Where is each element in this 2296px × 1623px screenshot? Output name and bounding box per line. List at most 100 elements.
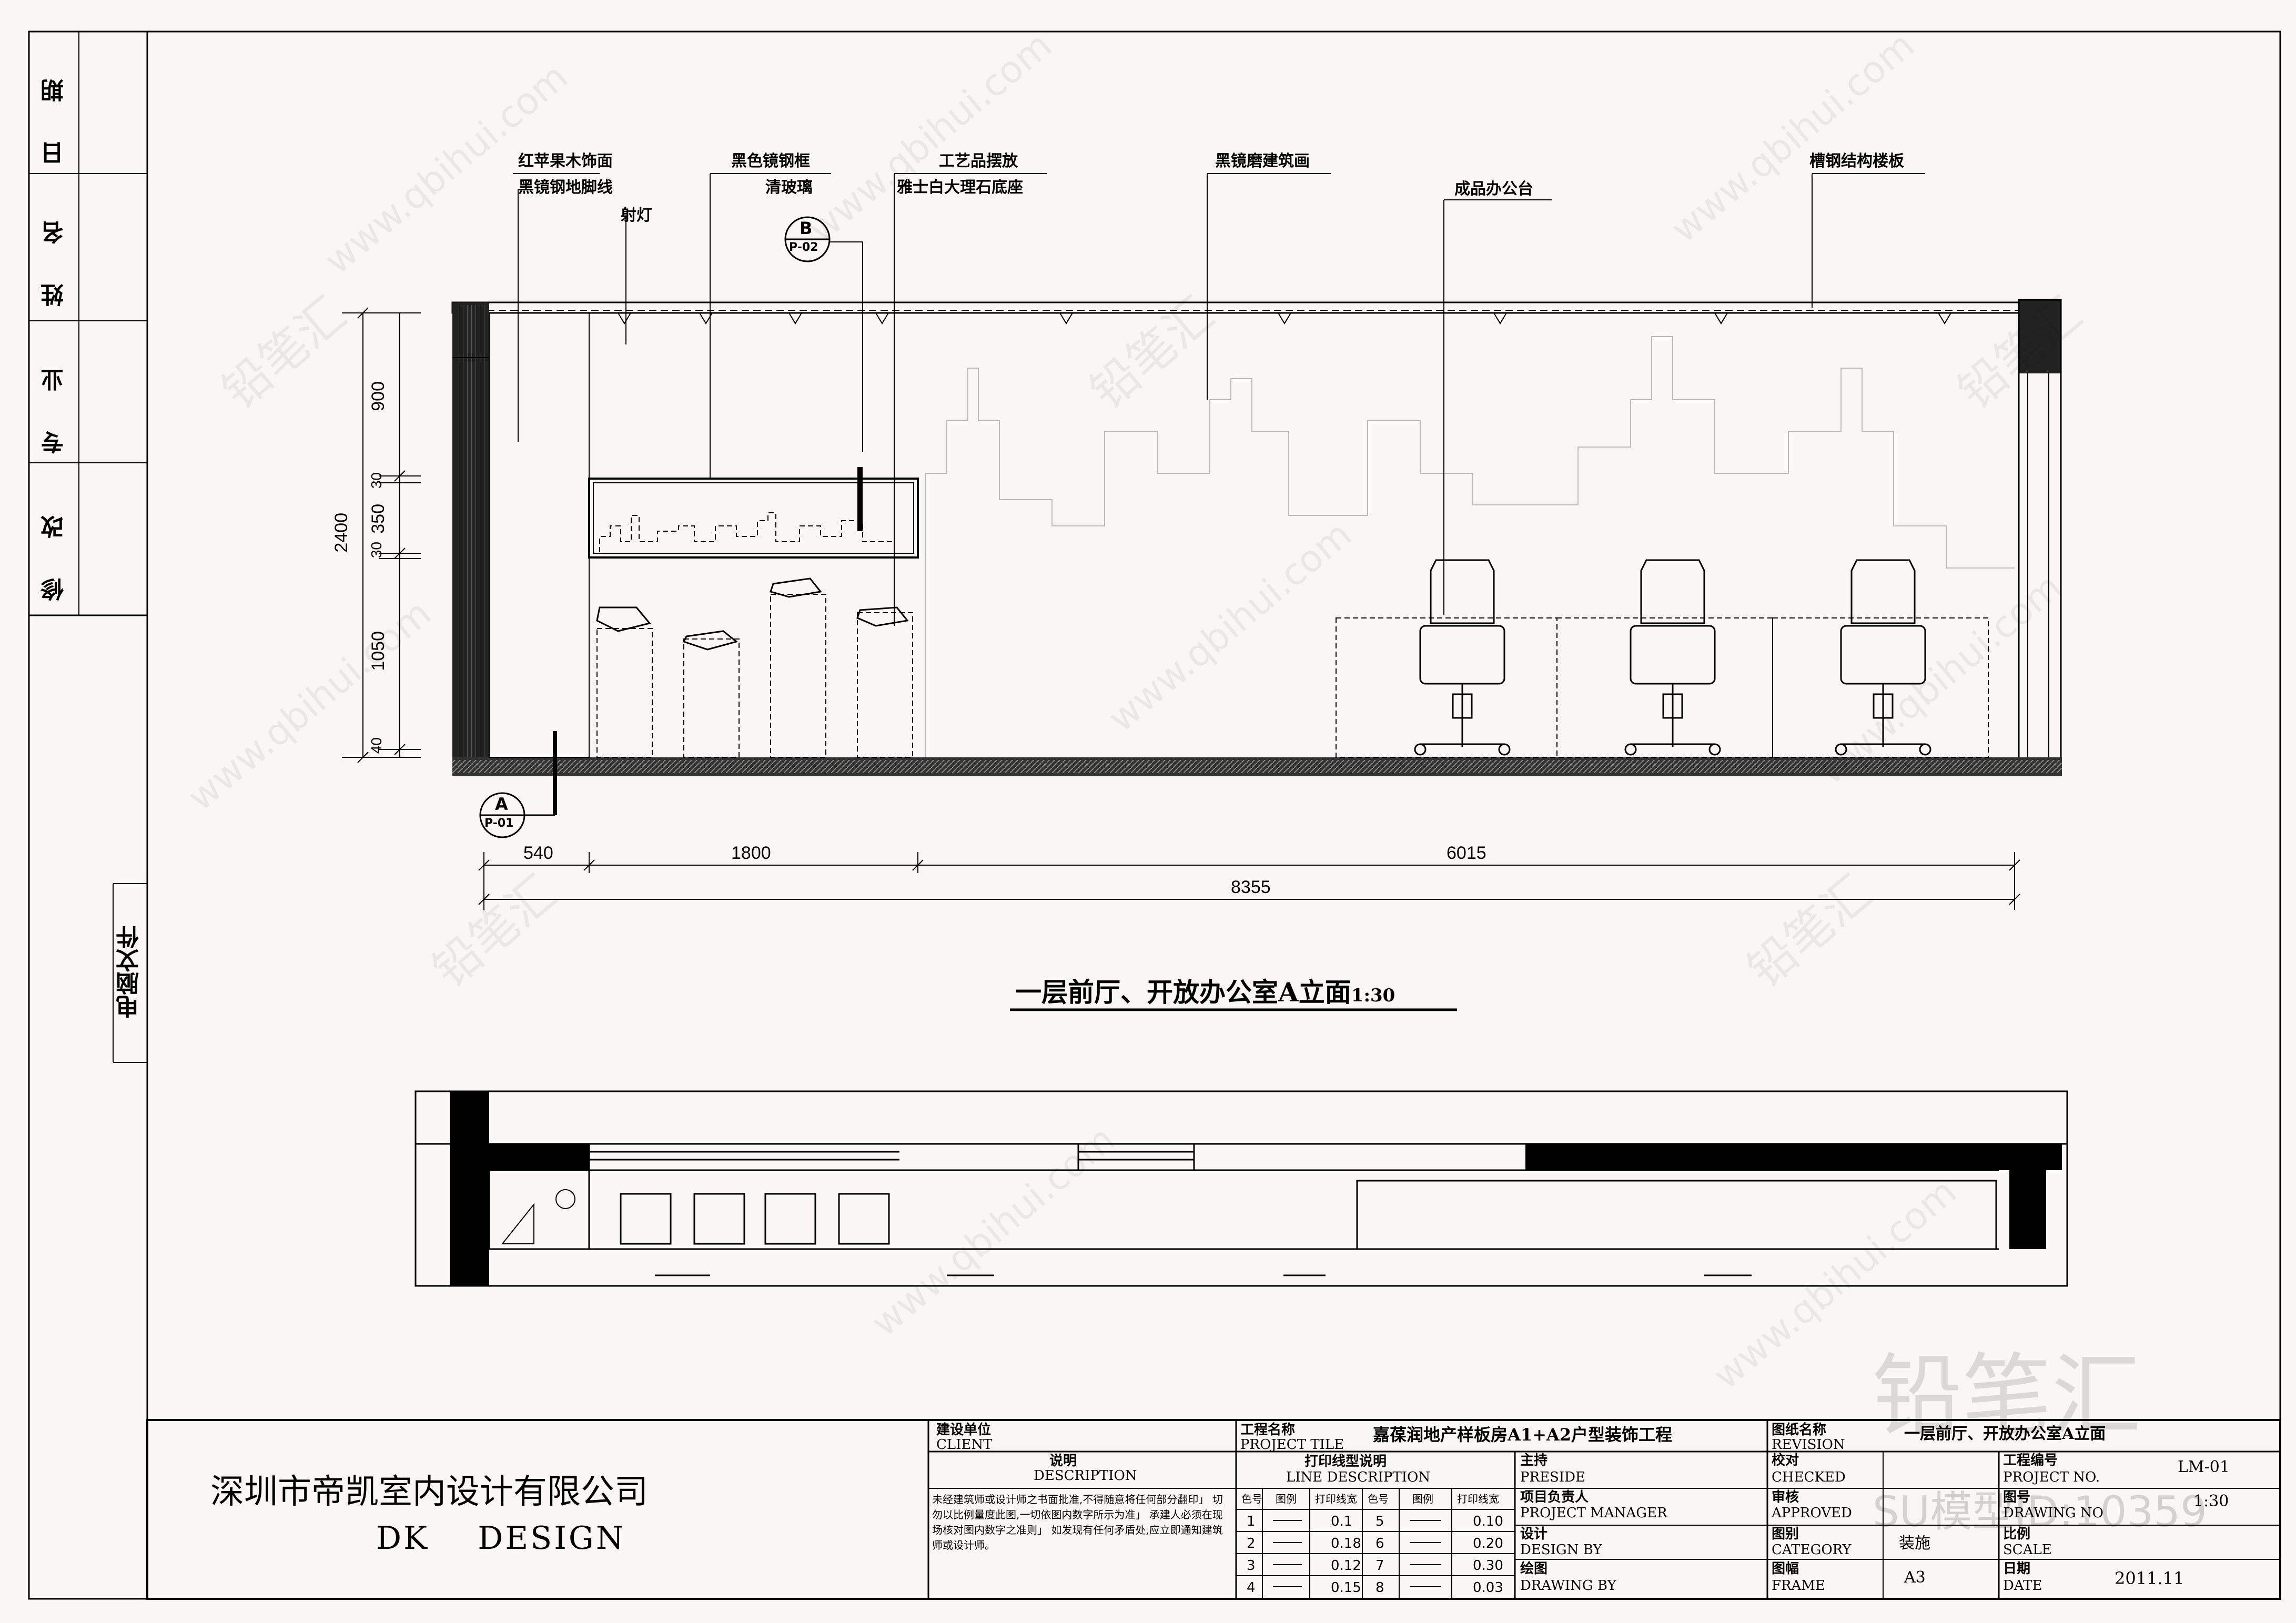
annotation-office-desk: 成品办公台 xyxy=(1454,180,1533,198)
dim-40: 40 xyxy=(368,737,385,754)
drawing-label-cn: 绘图 xyxy=(1520,1561,1548,1577)
line-header-color2: 色号 xyxy=(1368,1493,1389,1505)
frame-label-en: FRAME xyxy=(1772,1578,1825,1594)
section-b-letter: B xyxy=(800,218,813,238)
line-header-width1: 打印线宽 xyxy=(1315,1493,1357,1505)
dim-1050: 1050 xyxy=(368,631,388,671)
annotation-channel-steel-floor: 槽钢结构楼板 xyxy=(1809,152,1904,170)
annotation-black-steel-frame: 黑色镜钢框 xyxy=(731,152,810,170)
line-row-2-width2: 0.20 xyxy=(1473,1536,1503,1551)
revision-value: 一层前厅、开放办公室A立面 xyxy=(1904,1425,2106,1443)
annotation-red-apple-wood: 红苹果木饰面 xyxy=(518,152,613,170)
line-row-1-color: 1 xyxy=(1247,1514,1256,1529)
line-description-label-cn: 打印线型说明 xyxy=(1304,1454,1387,1469)
scale-label-cn: 比例 xyxy=(2003,1526,2031,1542)
line-header-width2: 打印线宽 xyxy=(1457,1493,1499,1505)
line-row-3-color2: 7 xyxy=(1375,1558,1384,1574)
dim-6015: 6015 xyxy=(1447,843,1486,863)
scale-label-en: SCALE xyxy=(2003,1542,2052,1558)
design-label-cn: 设计 xyxy=(1520,1526,1548,1542)
line-description-label-en: LINE DESCRIPTION xyxy=(1286,1469,1431,1485)
revision-label-name: 姓 名 xyxy=(41,205,68,307)
dim-1800: 1800 xyxy=(731,843,771,863)
description-label-en: DESCRIPTION xyxy=(1034,1468,1137,1484)
scale-value: 1:30 xyxy=(2193,1492,2229,1510)
checked-label-cn: 校对 xyxy=(1772,1453,1799,1468)
annotation-clear-glass: 清玻璃 xyxy=(765,178,813,197)
annotation-architectural-painting: 黑镜磨建筑画 xyxy=(1215,152,1310,170)
line-header-legend1: 图例 xyxy=(1276,1493,1297,1505)
design-label-en: DESIGN BY xyxy=(1520,1542,1602,1558)
dim-30b: 30 xyxy=(368,542,385,559)
dim-total-width: 8355 xyxy=(1231,877,1271,897)
project-name: 嘉葆润地产样板房A1+A2户型装饰工程 xyxy=(1373,1425,1673,1445)
revision-label-en: REVISION xyxy=(1772,1437,1845,1453)
project-title-label-cn: 工程名称 xyxy=(1240,1422,1296,1438)
annotation-marble-base: 雅士白大理石底座 xyxy=(897,178,1023,197)
preside-label-en: PRESIDE xyxy=(1520,1469,1585,1485)
project-no-label-en: PROJECT NO. xyxy=(2003,1469,2100,1485)
line-row-3-width2: 0.30 xyxy=(1473,1558,1503,1574)
line-header-legend2: 图例 xyxy=(1412,1493,1433,1505)
frame-label-cn: 图幅 xyxy=(1772,1561,1799,1577)
line-row-4-color2: 8 xyxy=(1375,1580,1384,1596)
description-label-cn: 说明 xyxy=(1049,1453,1077,1469)
line-row-1-width2: 0.10 xyxy=(1473,1514,1503,1529)
line-row-4-color: 4 xyxy=(1247,1580,1256,1596)
elevation-title: 一层前厅、开放办公室A立面1:30 xyxy=(1015,977,1395,1008)
line-header-color1: 色号 xyxy=(1241,1493,1262,1505)
revision-label-date: 日 期 xyxy=(41,63,68,165)
pm-label-en: PROJECT MANAGER xyxy=(1520,1505,1667,1521)
dk-design-label: DK DESIGN xyxy=(376,1520,626,1557)
company-name: 深圳市帝凯室内设计有限公司 xyxy=(210,1473,648,1512)
watermark-brand-large: 铅笔汇 xyxy=(1873,1344,2141,1448)
dim-350: 350 xyxy=(368,504,388,534)
client-label-en: CLIENT xyxy=(936,1437,993,1453)
client-label-cn: 建设单位 xyxy=(936,1422,992,1438)
annotation-artwork-display: 工艺品摆放 xyxy=(939,152,1018,170)
line-row-2-color2: 6 xyxy=(1375,1536,1384,1551)
dim-30a: 30 xyxy=(368,472,385,489)
line-row-4-width2: 0.03 xyxy=(1473,1580,1503,1596)
dim-540: 540 xyxy=(523,843,553,863)
approved-label-en: APPROVED xyxy=(1772,1505,1852,1521)
revision-label-cn: 图纸名称 xyxy=(1772,1422,1827,1438)
line-row-2-width: 0.18 xyxy=(1331,1536,1361,1551)
annotation-black-mirror-steel-skirting: 黑镜钢地脚线 xyxy=(518,178,613,197)
revision-label-modify: 修 改 xyxy=(41,500,68,602)
project-title-label-en: PROJECT TILE xyxy=(1240,1437,1344,1453)
date-value: 2011.11 xyxy=(2115,1568,2184,1588)
dim-900: 900 xyxy=(368,381,388,411)
category-label-cn: 图别 xyxy=(1772,1526,1799,1542)
line-row-1-width: 0.1 xyxy=(1331,1514,1353,1529)
checked-label-en: CHECKED xyxy=(1772,1469,1846,1485)
approved-label-cn: 审核 xyxy=(1772,1489,1799,1505)
preside-label-cn: 主持 xyxy=(1520,1453,1548,1468)
pm-label-cn: 项目负责人 xyxy=(1520,1489,1589,1505)
category-value: 装施 xyxy=(1899,1534,1930,1553)
section-b-sheet: P-02 xyxy=(789,241,818,254)
date-label-en: DATE xyxy=(2003,1578,2042,1594)
project-no-label-cn: 工程编号 xyxy=(2003,1453,2058,1468)
revision-label-discipline: 专 业 xyxy=(41,352,68,454)
dim-total-height: 2400 xyxy=(331,513,351,553)
drawing-no-label-cn: 图号 xyxy=(2003,1489,2031,1505)
section-a-sheet: P-01 xyxy=(484,817,514,830)
line-row-3-width: 0.12 xyxy=(1331,1558,1361,1574)
computer-file-label: 电脑文件 xyxy=(116,926,143,1018)
category-label-en: CATEGORY xyxy=(1772,1542,1852,1558)
line-row-4-width: 0.15 xyxy=(1331,1580,1361,1596)
date-label-cn: 日期 xyxy=(2003,1561,2031,1577)
elevation-scale: 1:30 xyxy=(1351,985,1395,1006)
line-row-1-color2: 5 xyxy=(1375,1514,1384,1529)
watermark-model-id: SU模型ID:10359 xyxy=(1873,1487,2207,1536)
drawing-no-label-en: DRAWING NO xyxy=(2003,1505,2103,1521)
annotation-spotlight: 射灯 xyxy=(621,206,652,225)
section-a-letter: A xyxy=(495,794,508,814)
drawing-label-en: DRAWING BY xyxy=(1520,1578,1616,1594)
project-no-value: LM-01 xyxy=(2178,1458,2230,1476)
frame-value: A3 xyxy=(1904,1568,1926,1587)
line-row-2-color: 2 xyxy=(1247,1536,1256,1551)
